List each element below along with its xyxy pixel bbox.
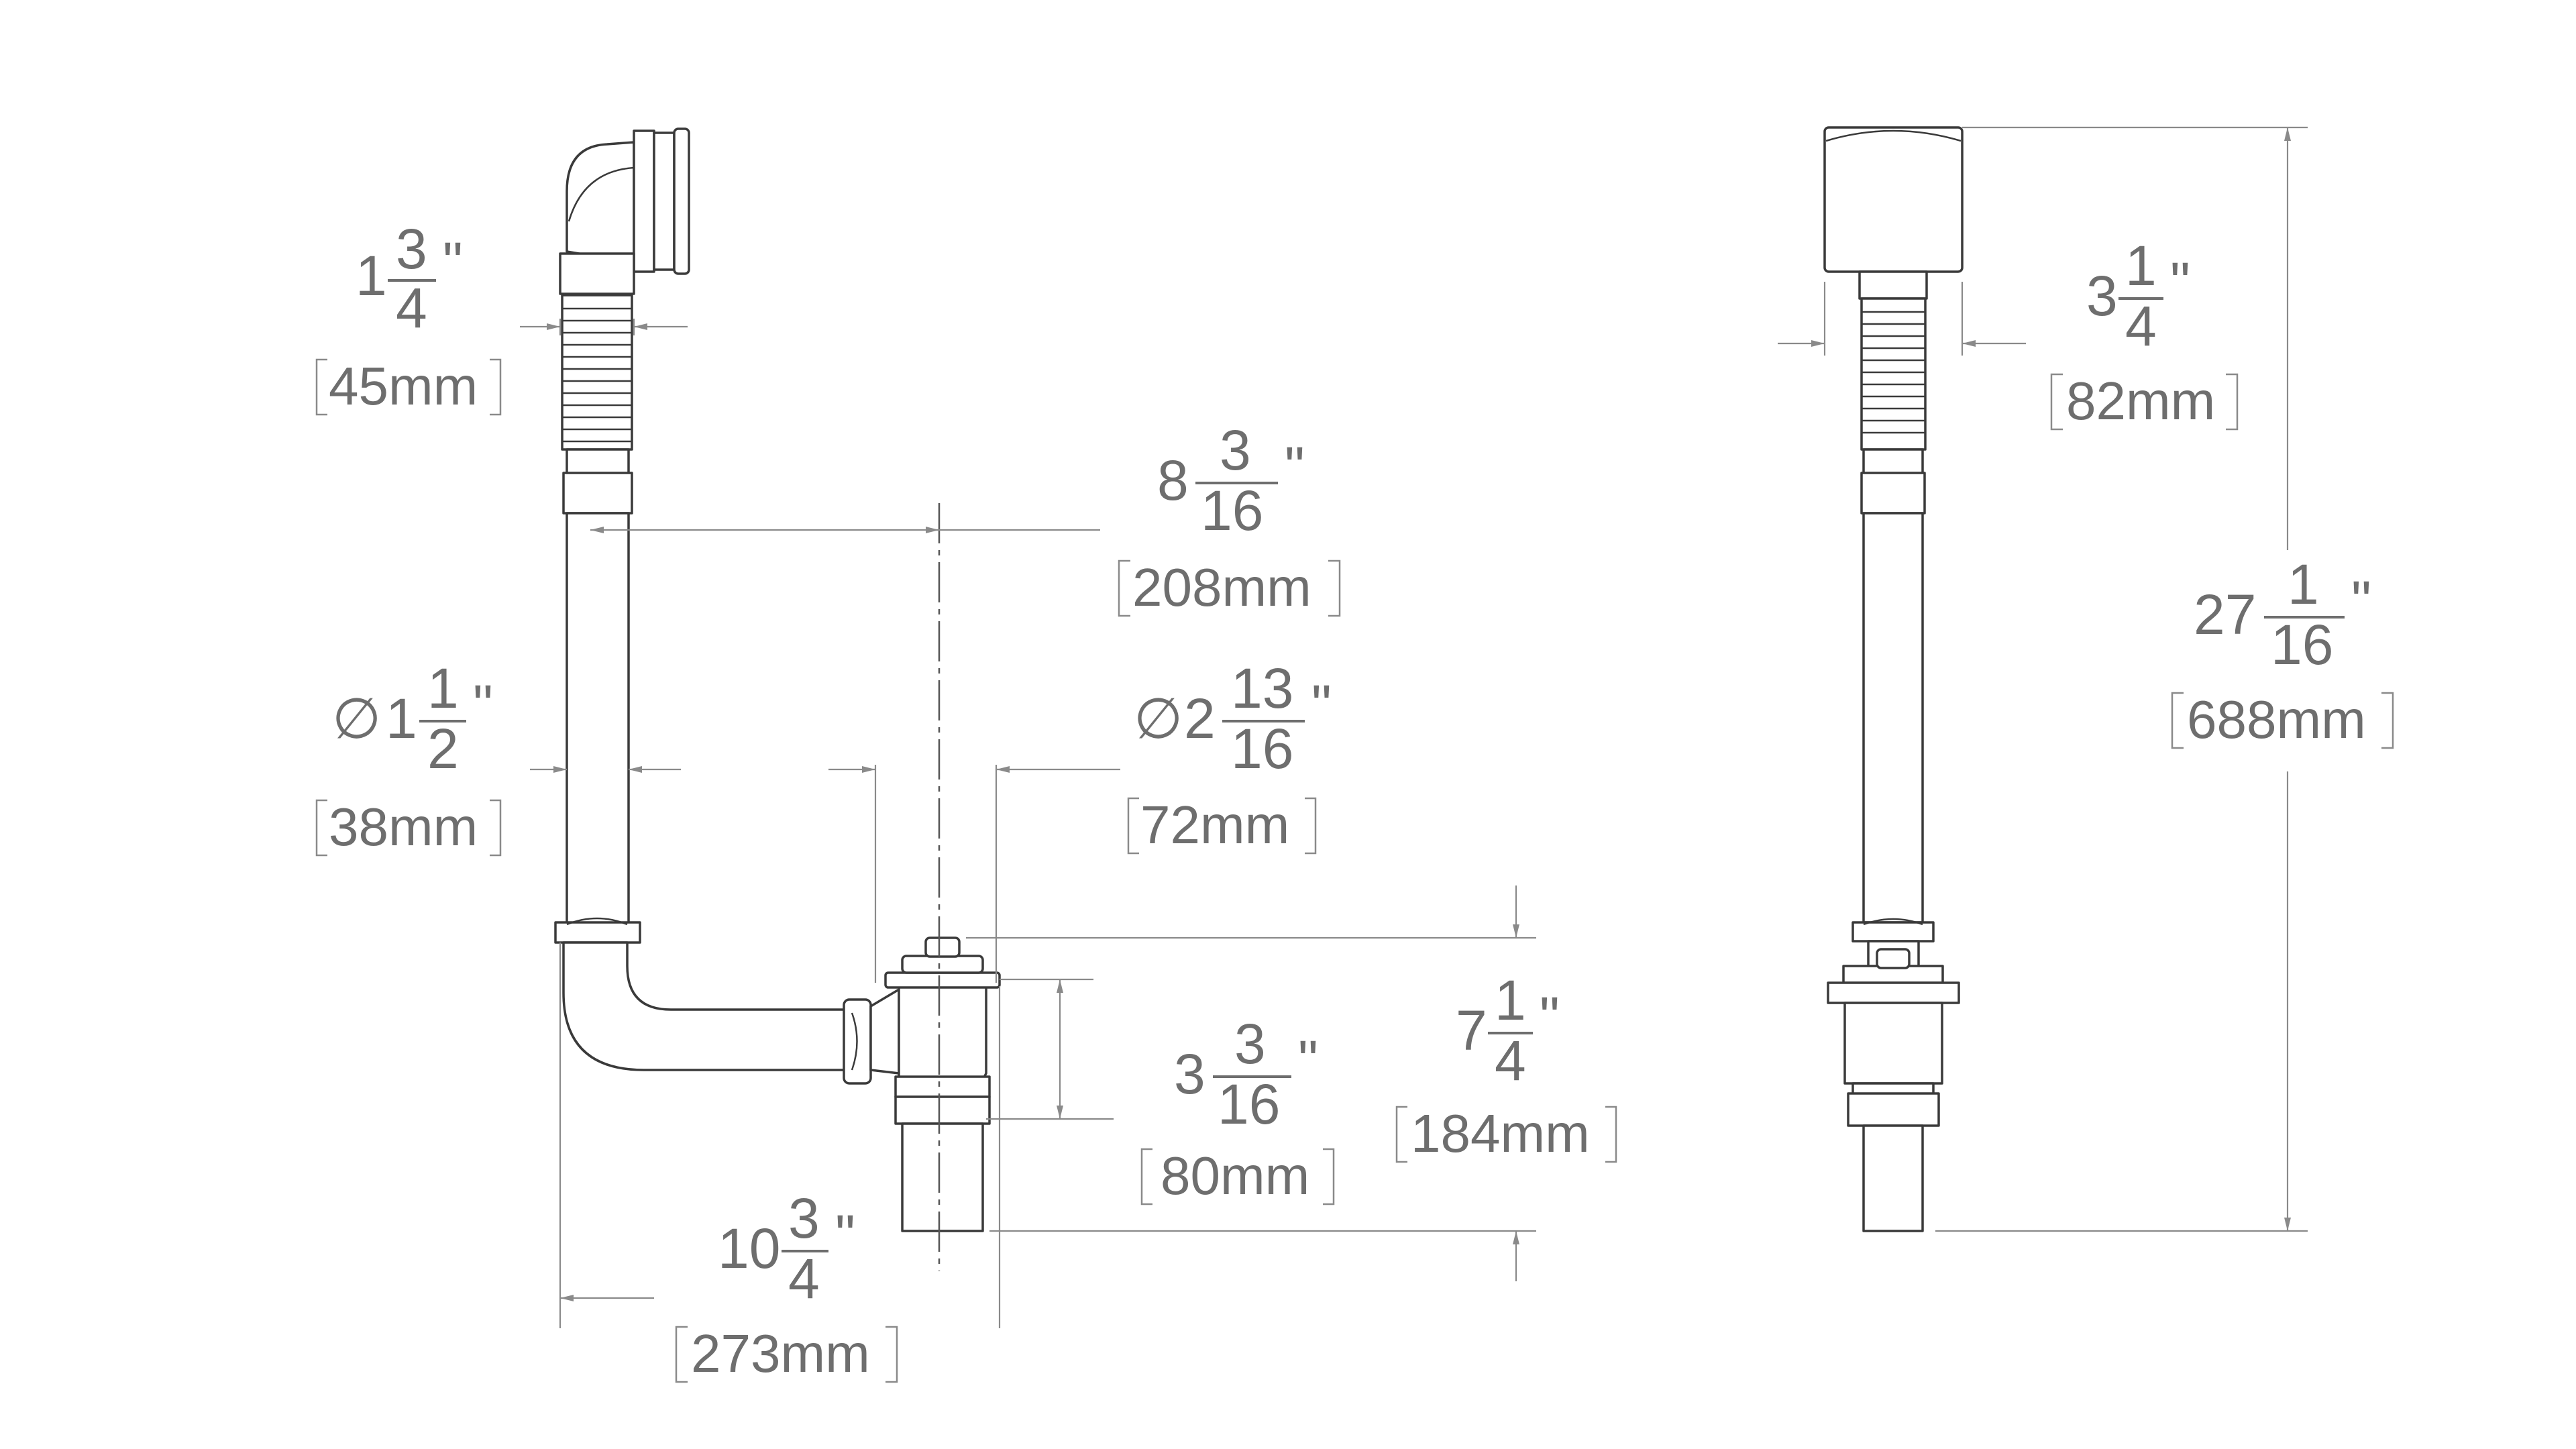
tee-height-num: 3	[1234, 1012, 1266, 1075]
drain-height-num: 1	[1495, 969, 1526, 1032]
pipe-diameter-num: 1	[427, 657, 459, 720]
drain-diameter-whole: 2	[1184, 687, 1216, 750]
dim-overflow-width: 1 3 4 " 45mm	[315, 217, 502, 416]
drain-diameter-unit: "	[1311, 674, 1332, 737]
pipe-diameter-metric: 38mm	[329, 797, 478, 857]
corrugation	[561, 294, 633, 451]
overall-width-unit: "	[835, 1203, 855, 1267]
pipe-diameter-symbol: ∅	[332, 687, 381, 750]
drain-height-den: 4	[1495, 1029, 1526, 1092]
offset-width-metric: 208mm	[1132, 557, 1311, 617]
drain-height-whole: 7	[1456, 999, 1487, 1062]
overflow-width-whole: 1	[356, 244, 387, 307]
pipe-diameter-whole: 1	[386, 687, 417, 750]
drain-diameter-metric: 72mm	[1140, 795, 1289, 855]
dim-overall-width: 10 3 4 " 273mm	[675, 1187, 898, 1383]
offset-width-den: 16	[1201, 479, 1263, 542]
overflow-face-metric: 82mm	[2066, 371, 2215, 431]
overflow-width-num: 3	[396, 217, 427, 280]
overall-height-whole: 27	[2194, 583, 2256, 646]
overall-width-den: 4	[788, 1247, 820, 1310]
tee-height-unit: "	[1298, 1029, 1318, 1092]
tee-height-metric: 80mm	[1161, 1146, 1309, 1205]
overflow-face-unit: "	[2170, 251, 2190, 314]
overflow-width-metric: 45mm	[329, 356, 478, 416]
dim-drain-diameter: ∅ 2 13 16 " 72mm	[1127, 657, 1332, 855]
overflow-face-den: 4	[2125, 294, 2157, 358]
drain-diameter-num: 13	[1231, 657, 1293, 720]
dim-tee-height: 3 3 16 " 80mm	[1140, 1012, 1335, 1205]
overall-height-metric: 688mm	[2187, 690, 2366, 749]
overflow-face-num: 1	[2125, 234, 2157, 297]
overflow-width-unit: "	[443, 231, 463, 294]
offset-width-unit: "	[1285, 435, 1305, 498]
drain-diameter-den: 16	[1231, 717, 1293, 780]
dim-offset-width: 8 3 16 " 208mm	[1118, 419, 1341, 617]
front-view	[554, 127, 1001, 1271]
overall-height-den: 16	[2271, 613, 2333, 676]
drain-diameter-symbol: ∅	[1134, 687, 1183, 750]
dim-drain-height: 7 1 4 " 184mm	[1395, 969, 1617, 1163]
pipe-diameter-unit: "	[473, 674, 493, 737]
offset-width-num: 3	[1220, 419, 1251, 482]
overall-height-unit: "	[2351, 570, 2371, 633]
overall-height-num: 1	[2288, 553, 2319, 616]
tee-height-den: 16	[1218, 1073, 1280, 1136]
overflow-face-whole: 3	[2086, 264, 2118, 327]
overall-width-metric: 273mm	[691, 1324, 870, 1383]
pipe-diameter-den: 2	[427, 717, 459, 780]
offset-width-whole: 8	[1157, 449, 1189, 512]
dim-overall-height: 27 1 16 " 688mm	[2171, 553, 2394, 749]
dim-pipe-diameter: ∅ 1 1 2 " 38mm	[315, 657, 502, 857]
dim-overflow-face: 3 1 4 " 82mm	[2050, 234, 2239, 431]
tee-height-whole: 3	[1174, 1042, 1205, 1106]
overall-width-whole: 10	[718, 1217, 780, 1280]
dimension-lines	[520, 126, 2308, 1328]
overall-width-num: 3	[788, 1187, 820, 1250]
drain-height-metric: 184mm	[1411, 1104, 1590, 1163]
side-view	[1823, 126, 1964, 1232]
overflow-width-den: 4	[396, 276, 427, 339]
drain-height-unit: "	[1540, 985, 1560, 1049]
